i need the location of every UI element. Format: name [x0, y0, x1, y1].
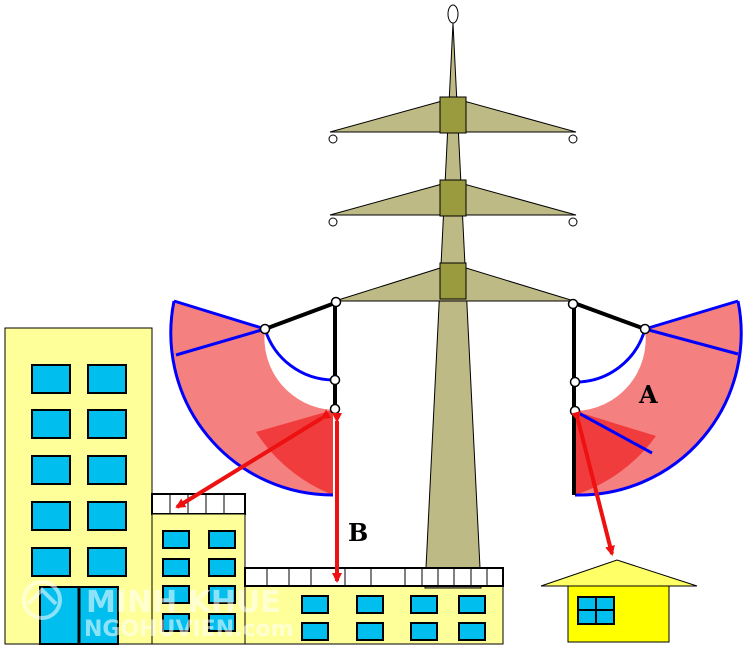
insulator-2-left [328, 217, 338, 227]
clearance-arrows [175, 409, 615, 583]
left-conductor-mid [329, 374, 341, 386]
right-conductor-low [569, 405, 581, 417]
insulator-1-right [568, 134, 578, 144]
tower-node-2 [439, 179, 467, 217]
small-building-windows [162, 530, 236, 632]
transmission-tower [328, 4, 578, 589]
tower-node-3 [439, 262, 467, 300]
watermark-logo-icon [22, 580, 62, 620]
clearance-arrow-small-building [175, 409, 332, 509]
left-safety-zone [169, 299, 334, 497]
label-a: A [638, 380, 658, 409]
small-building [151, 493, 246, 645]
house-window [577, 596, 615, 625]
tall-building [4, 327, 153, 645]
left-conductor-swing [264, 301, 337, 410]
house-roof [540, 559, 698, 587]
clearance-arrow-house [571, 411, 615, 556]
right-safety-zone [574, 299, 743, 497]
house [540, 559, 698, 643]
top-insulator [447, 4, 459, 24]
left-conductor-swung [259, 323, 271, 335]
right-arm-tip [567, 298, 579, 310]
left-conductor-low [329, 403, 341, 415]
right-conductor-swung [639, 323, 651, 335]
conductor-points [259, 296, 651, 417]
insulator-1-left [328, 134, 338, 144]
watermark-site: NGOHUVIEN.com [84, 617, 294, 642]
tower-node-1 [439, 96, 467, 134]
right-conductor-mid [569, 376, 581, 388]
low-building-roof-strip [244, 567, 504, 587]
tall-building-windows [31, 364, 127, 577]
watermark: MINH KHUE NGOHUVIEN.com [22, 580, 294, 642]
low-building [244, 585, 504, 645]
insulator-2-right [568, 217, 578, 227]
label-b: B [348, 518, 368, 547]
tower-body [424, 22, 482, 589]
left-arm-tip [330, 296, 342, 308]
low-building-windows [301, 595, 486, 641]
watermark-brand: MINH KHUE [86, 585, 281, 620]
